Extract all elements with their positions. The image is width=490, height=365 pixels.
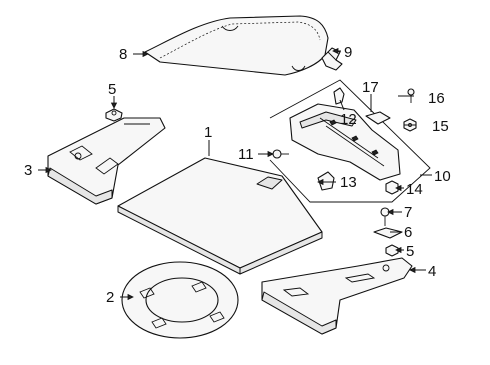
part-17-bracket <box>365 111 391 125</box>
part-4-right-bracket <box>261 257 413 335</box>
callout-13: 13 <box>340 174 357 191</box>
part-1-floor-mat <box>117 157 323 275</box>
callout-11: 11 <box>238 146 254 163</box>
part-10-rear-trim <box>289 103 401 181</box>
callout-6: 6 <box>404 224 412 241</box>
callout-4: 4 <box>428 263 436 280</box>
part-5-nut-upper <box>105 108 123 122</box>
callout-12: 12 <box>340 111 357 128</box>
part-6-bracket <box>373 227 403 239</box>
callout-3: 3 <box>24 162 32 179</box>
callout-14: 14 <box>406 181 423 198</box>
callout-8: 8 <box>119 46 127 63</box>
subassembly-box <box>269 79 431 203</box>
callout-17: 17 <box>362 79 379 96</box>
callout-1: 1 <box>204 124 212 141</box>
callout-5-lower: 5 <box>406 243 414 260</box>
part-14-nut <box>385 180 399 195</box>
callout-10: 10 <box>434 168 451 185</box>
part-2-wheel-ring <box>121 261 239 339</box>
part-12-clip <box>333 87 345 105</box>
callout-9: 9 <box>344 44 352 61</box>
callout-5-upper: 5 <box>108 81 116 98</box>
part-9-clip <box>321 47 343 71</box>
callout-2: 2 <box>106 289 114 306</box>
part-16-screw <box>407 88 415 103</box>
callout-7: 7 <box>404 204 412 221</box>
callout-16: 16 <box>428 90 445 107</box>
part-11-bolt <box>272 149 289 159</box>
part-7-screw <box>380 207 390 226</box>
part-5-nut-lower <box>385 244 399 257</box>
leader-lines <box>38 47 432 301</box>
callout-15: 15 <box>432 118 449 135</box>
part-13-clip <box>317 171 335 191</box>
part-8-cover-panel <box>144 15 329 76</box>
part-3-left-bracket <box>47 117 166 205</box>
